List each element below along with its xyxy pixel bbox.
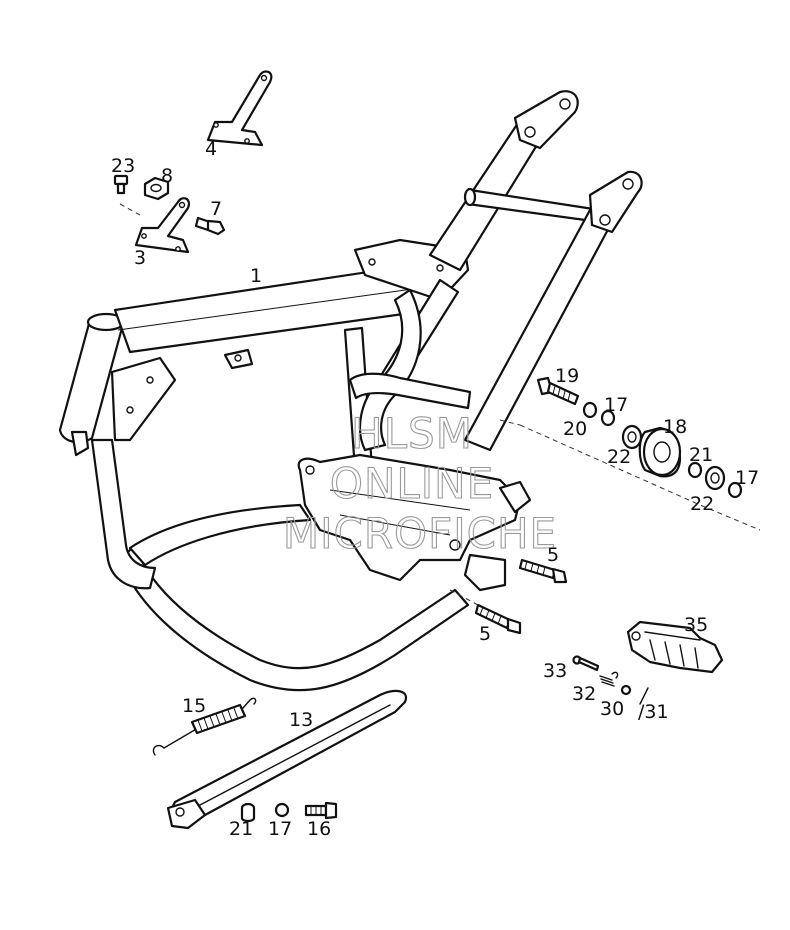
frame-down-tube	[90, 438, 157, 590]
label-part-7: 7	[210, 198, 222, 220]
label-part-35: 35	[684, 614, 708, 636]
bolt-23	[113, 174, 129, 195]
washer-17-right	[727, 481, 743, 499]
leader-axle-line-2	[499, 419, 521, 426]
frame-rear-bracket	[498, 480, 532, 514]
label-part-31: /31	[638, 701, 669, 723]
bolt-5-lower	[474, 603, 522, 635]
frame-assembly	[58, 90, 643, 692]
label-part-18: 18	[663, 416, 687, 438]
bolt-5-upper	[518, 558, 568, 584]
washer-20	[582, 401, 598, 419]
label-part-21-lower: 21	[229, 818, 253, 840]
label-part-17-right: 17	[735, 467, 759, 489]
watermark: HLSM ONLINE MICROFICHE	[282, 408, 557, 558]
bolt-16	[304, 801, 338, 820]
nut-8	[143, 176, 170, 201]
label-part-17-upper: 17	[604, 394, 628, 416]
label-part-13: 13	[289, 709, 313, 731]
bolt-7	[194, 216, 226, 236]
spacer-21-lower	[240, 802, 256, 823]
frame-pivot-plate	[297, 453, 522, 582]
cotter-31	[639, 687, 649, 705]
label-part-4: 4	[205, 138, 217, 160]
frame-engine-cross	[348, 372, 472, 410]
label-part-21-upper: 21	[689, 444, 713, 466]
label-part-5-lower: 5	[479, 623, 491, 645]
spring-15	[152, 697, 257, 756]
frame-lower-cradle	[118, 543, 470, 692]
label-part-16: 16	[307, 818, 331, 840]
washer-17-upper	[600, 409, 616, 427]
label-part-30: 30	[600, 698, 624, 720]
pin-33	[572, 655, 600, 672]
watermark-line-1: HLSM	[351, 409, 473, 458]
axle-bolt-19	[536, 376, 580, 406]
label-part-5-upper: 5	[547, 544, 559, 566]
bearing-22-left	[621, 424, 643, 450]
label-part-1: 1	[250, 265, 262, 287]
leader-axle-line	[519, 424, 761, 531]
roller-18	[638, 426, 682, 478]
frame-rear-lower-plate	[588, 170, 643, 234]
label-part-20: 20	[563, 418, 587, 440]
watermark-line-3: MICROFICHE	[283, 509, 557, 558]
frame-footpeg-bracket	[463, 553, 507, 592]
footpeg-35	[626, 620, 724, 674]
label-part-3: 3	[134, 247, 146, 269]
washer-30	[620, 684, 632, 696]
leader-bolt-23	[119, 203, 141, 216]
frame-lower-tube	[128, 503, 312, 567]
label-part-33: 33	[543, 660, 567, 682]
label-part-22-left: 22	[607, 446, 631, 468]
label-part-15: 15	[182, 695, 206, 717]
label-part-8: 8	[161, 165, 173, 187]
label-part-19: 19	[555, 365, 579, 387]
bracket-4	[206, 70, 273, 147]
spacer-21-upper	[687, 461, 703, 479]
watermark-line-2: ONLINE	[330, 459, 494, 508]
bracket-3	[134, 197, 190, 254]
bearing-22-right	[704, 465, 726, 491]
frame-head-bracket	[70, 430, 90, 457]
callout-labels: 1 3 4 5 5 7 8 13 15 16 17 17 17 18 19 20…	[111, 138, 759, 840]
label-part-32: 32	[572, 683, 596, 705]
frame-gusset	[110, 356, 177, 442]
label-part-22-right: 22	[690, 493, 714, 515]
label-part-17-lower: 17	[268, 818, 292, 840]
spring-32	[599, 671, 619, 687]
sidestand-13	[166, 689, 408, 830]
label-part-23: 23	[111, 155, 135, 177]
washer-17-lower	[274, 802, 290, 818]
frame-engine-loop	[358, 288, 422, 452]
